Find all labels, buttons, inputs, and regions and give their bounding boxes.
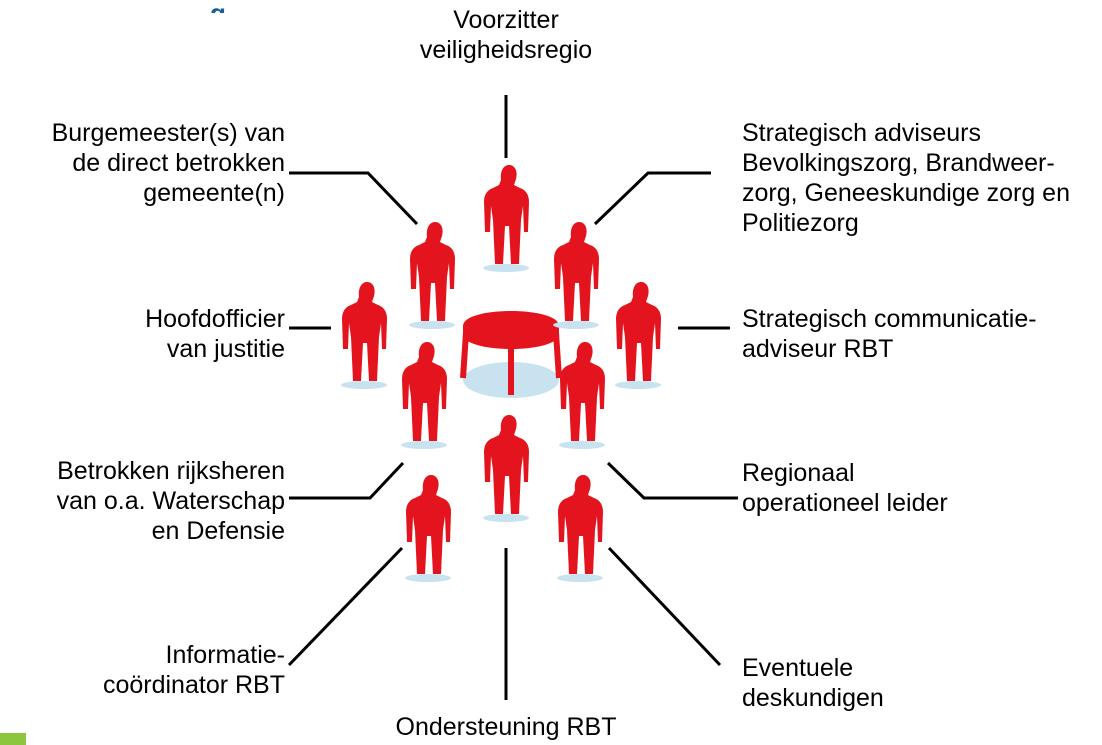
person-figure-icon <box>405 475 451 582</box>
connector-top-left <box>289 171 419 226</box>
label-deskundigen: Eventuele deskundigen <box>742 654 884 712</box>
connector-low-right <box>606 461 738 500</box>
person-figure-icon <box>553 222 599 329</box>
connector-lines <box>287 95 738 700</box>
connector-bottom-left <box>287 546 404 667</box>
person-figure-icon <box>483 165 529 272</box>
person-figure-icon <box>341 282 387 389</box>
connector-low-left <box>289 461 405 500</box>
diagram-title: g <box>210 0 226 13</box>
round-table-icon <box>460 311 562 398</box>
label-strategisch-adviseurs: Strategisch adviseurs Bevolkingszorg, Br… <box>742 119 1070 237</box>
label-hoofdofficier: Hoofdofficier van justitie <box>145 305 285 363</box>
label-operationeel-leider: Regionaal operationeel leider <box>742 459 948 517</box>
person-figure-icon <box>483 415 529 522</box>
connector-bottom-right <box>607 546 722 667</box>
label-informatiecoordinator: Informatie- coördinator RBT <box>102 641 285 699</box>
person-figure-icon <box>615 282 661 389</box>
person-figure-icon <box>409 222 455 329</box>
connector-top-right <box>593 171 711 226</box>
corner-accent <box>0 733 26 745</box>
person-figure-icon <box>401 342 447 449</box>
label-voorzitter: Voorzitter veiligheidsregio <box>419 6 593 64</box>
label-communicatie-adviseur: Strategisch communicatie- adviseur RBT <box>742 305 1037 363</box>
label-rijksheren: Betrokken rijksheren van o.a. Waterschap… <box>56 457 285 545</box>
person-figure-icon <box>559 342 605 449</box>
label-ondersteuning: Ondersteuning RBT <box>395 713 617 741</box>
person-figure-icon <box>557 475 603 582</box>
label-burgemeester: Burgemeester(s) van de direct betrokken … <box>51 119 285 207</box>
